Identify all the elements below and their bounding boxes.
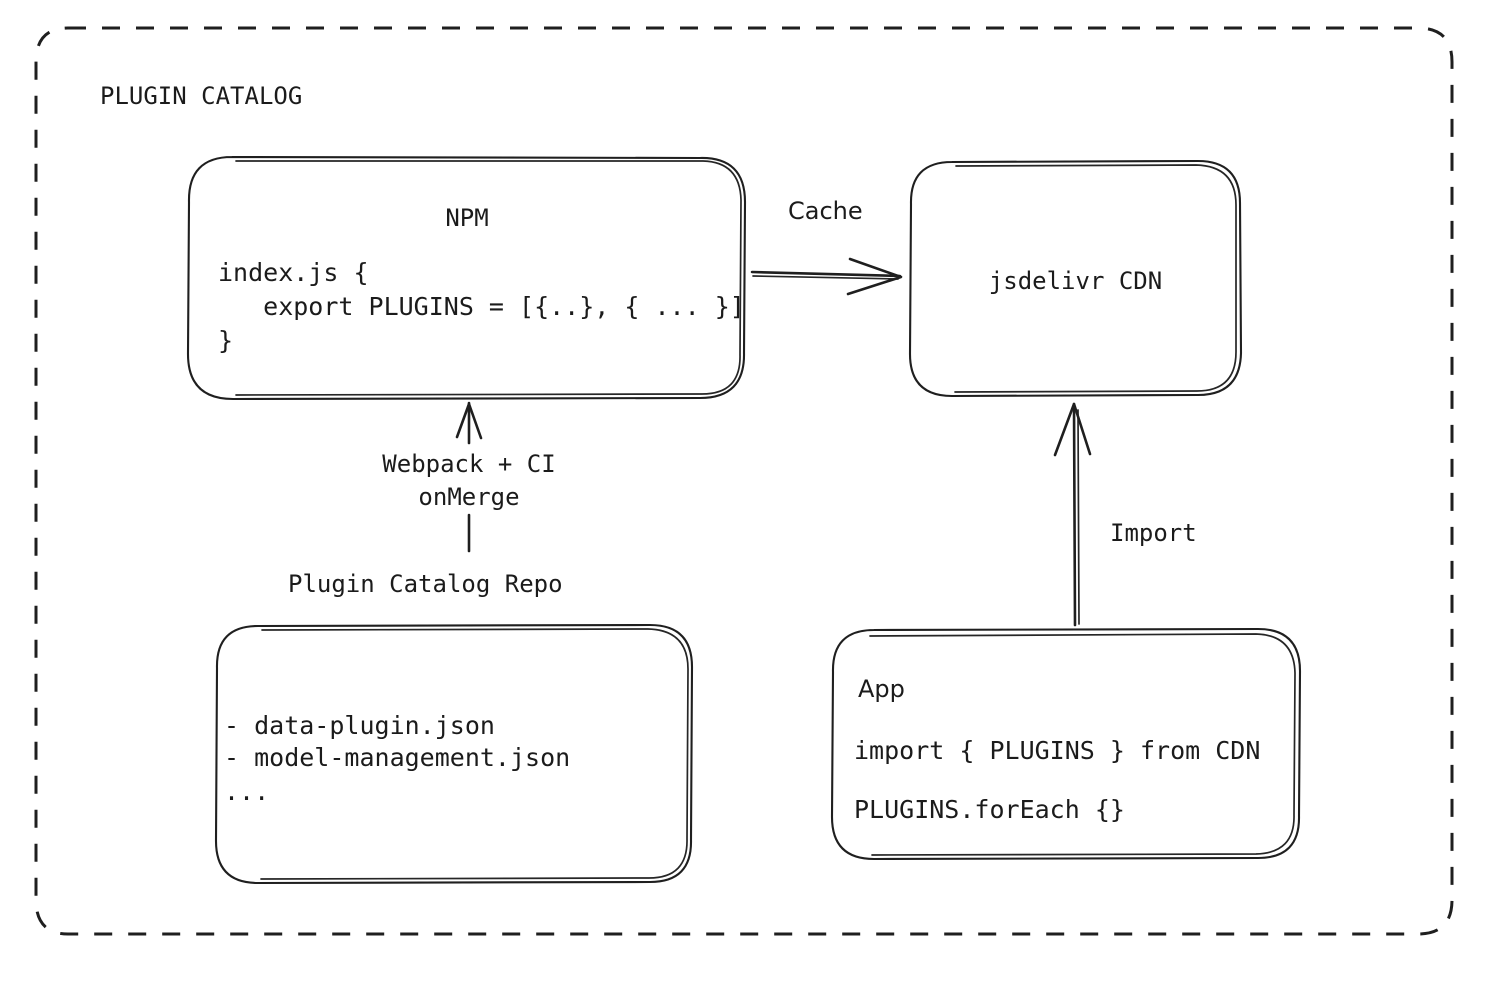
- repo-caption: Plugin Catalog Repo: [288, 570, 563, 598]
- app-node-label: App: [858, 675, 905, 703]
- page-title: PLUGIN CATALOG: [100, 82, 303, 110]
- app-code-line-1: import { PLUGINS } from CDN: [854, 736, 1261, 765]
- cache-edge-label: Cache: [788, 197, 863, 225]
- app-node[interactable]: App import { PLUGINS } from CDN PLUGINS.…: [832, 629, 1300, 859]
- app-code-line-2: PLUGINS.forEach {}: [854, 795, 1125, 824]
- repo-item-3: ...: [224, 777, 270, 806]
- cdn-node[interactable]: jsdelivr CDN: [910, 162, 1241, 396]
- repo-node[interactable]: - data-plugin.json - model-management.js…: [216, 626, 692, 883]
- repo-item-2: - model-management.json: [224, 743, 571, 772]
- import-edge-label: Import: [1110, 519, 1197, 547]
- build-edge-label-line2: onMerge: [418, 483, 520, 511]
- npm-node-label: NPM: [445, 204, 489, 232]
- npm-code-line-3: }: [218, 326, 234, 355]
- repo-item-1: - data-plugin.json: [224, 711, 495, 740]
- npm-node[interactable]: NPM index.js { export PLUGINS = [{..}, {…: [188, 157, 746, 399]
- cdn-node-label: jsdelivr CDN: [988, 267, 1163, 295]
- import-arrow: [1053, 402, 1092, 627]
- npm-code-line-1: index.js {: [218, 258, 369, 287]
- build-edge-label-line1: Webpack + CI: [382, 450, 556, 478]
- npm-code-line-2: export PLUGINS = [{..}, { ... }]: [218, 292, 745, 321]
- cache-arrow: [750, 257, 903, 296]
